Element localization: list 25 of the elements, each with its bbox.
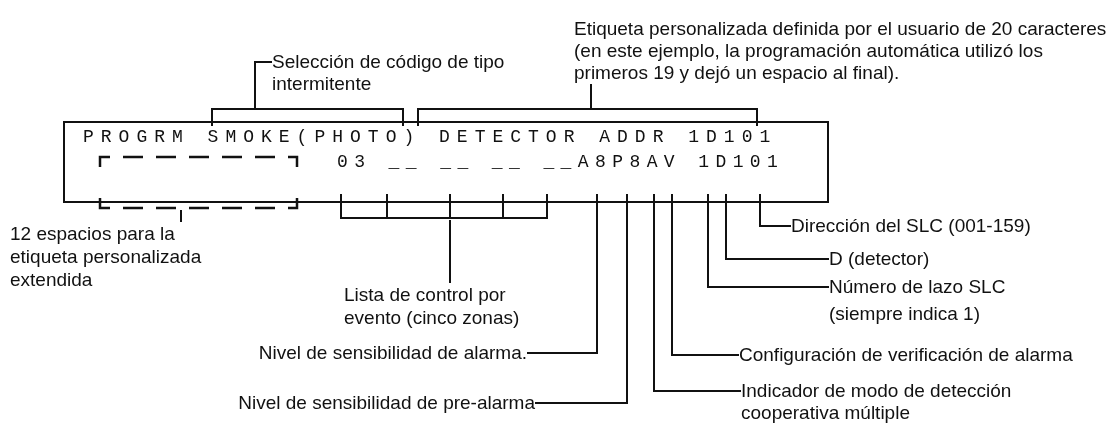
callout-text: Nivel de sensibilidad de alarma. <box>258 341 527 365</box>
callout-text: 12 espacios para la etiqueta personalizada extendida <box>10 222 225 291</box>
display-text: PROGRM SMOKE(PHOTO) DETECTOR ADDR 1D101 <box>83 127 778 147</box>
leader-line <box>449 219 451 284</box>
leader-line <box>653 193 742 392</box>
callout-text: Lista de control por evento (cinco zonas) <box>344 283 549 329</box>
leader-line <box>180 209 182 223</box>
leader-line <box>254 61 273 110</box>
callout-text: Indicador de modo de detección cooperativa múltiple <box>741 380 1071 424</box>
callout-text: D (detector) <box>829 247 930 271</box>
callout-text: Nivel de sensibilidad de pre-alarma <box>238 391 535 415</box>
callout-text: Etiqueta personalizada definida por el usuario de 20 caracteres (en este ejemplo, la programación automática utilizó los primeros 19 y dejó un espacio al final). <box>574 18 1114 84</box>
leader-line <box>526 193 598 354</box>
leader-line <box>534 193 628 404</box>
leader-line <box>707 193 830 288</box>
lcd-display <box>63 121 829 203</box>
leader-line <box>590 83 592 110</box>
callout-text: Dirección del SLC (001-159) <box>791 214 1031 238</box>
callout-text: Número de lazo SLC (siempre indica 1) <box>829 273 1029 327</box>
leader-line <box>671 193 740 356</box>
callout-text: Configuración de verificación de alarma <box>739 343 1073 367</box>
leader-line <box>759 193 792 227</box>
display-text: 03 __ __ __ __A8P8AV 1D101 <box>337 152 785 172</box>
callout-text: Selección de código de tipo intermitente <box>272 51 527 95</box>
leader-line <box>725 193 830 260</box>
